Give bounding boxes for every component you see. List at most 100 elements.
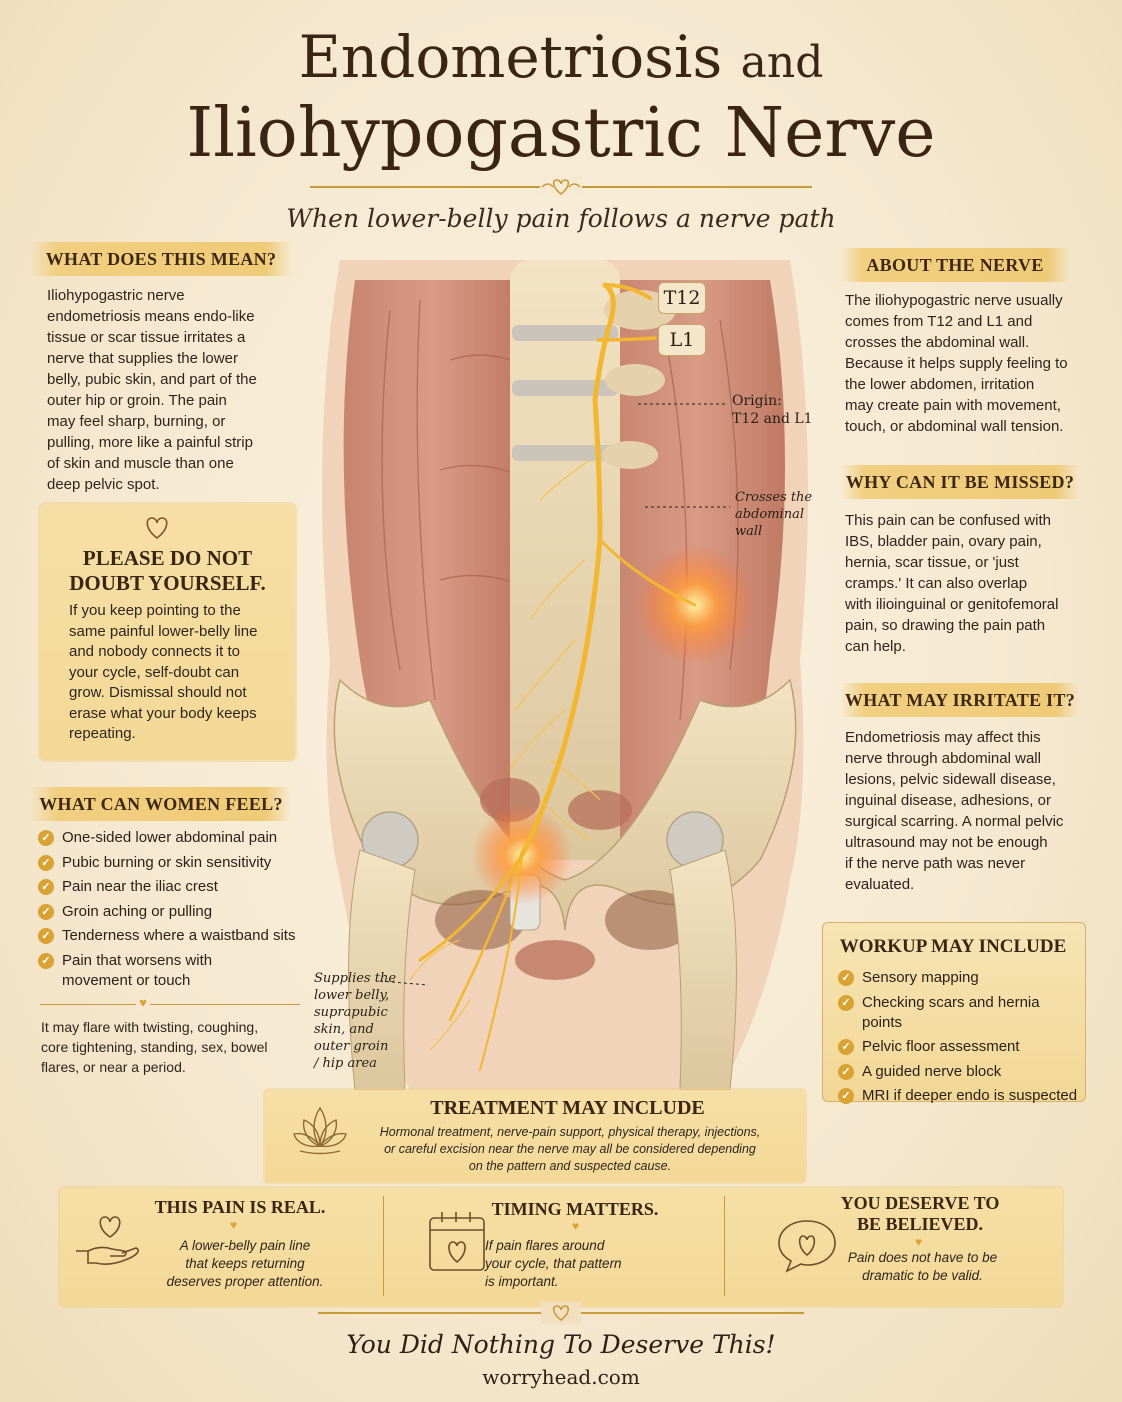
- doubt-heading: PLEASE DO NOT DOUBT YOURSELF.: [40, 546, 295, 596]
- feel-heading: WHAT CAN WOMEN FEEL?: [30, 787, 292, 821]
- text-line: If pain flares around: [485, 1238, 605, 1253]
- card-believed-text: Pain does not have to be dramatic to be …: [830, 1249, 1015, 1285]
- card-real-text: A lower-belly pain line that keeps retur…: [145, 1237, 345, 1291]
- text-line: may create pain with movement,: [845, 397, 1061, 414]
- list-item-label: MRI if deeper endo is suspected: [862, 1087, 1078, 1105]
- missed-heading: WHY CAN IT BE MISSED?: [840, 465, 1080, 499]
- text-line: nerve through abdominal wall: [845, 750, 1041, 767]
- speech-heart-icon: [778, 1220, 836, 1273]
- text-line: comes from T12 and L1 and: [845, 313, 1033, 330]
- text-line: Because it helps supply feeling to: [845, 355, 1068, 372]
- supplies-line: suprapubic: [314, 1005, 388, 1020]
- supplies-line: lower belly,: [314, 988, 390, 1003]
- heading-line: PLEASE DO NOT: [82, 546, 253, 570]
- list-item-label: Pain that worsens with: [62, 951, 213, 969]
- irritate-text: Endometriosis may affect this nerve thro…: [845, 727, 1110, 895]
- missed-text: This pain can be confused with IBS, blad…: [845, 510, 1105, 657]
- title-and: and: [740, 37, 824, 88]
- check-icon: ✓: [38, 879, 54, 896]
- text-line: Iliohypogastric nerve: [47, 287, 185, 304]
- what-mean-text: Iliohypogastric nerve endometriosis mean…: [47, 285, 307, 495]
- check-icon: ✓: [38, 854, 54, 871]
- list-item: ✓MRI if deeper endo is suspected: [838, 1086, 1078, 1106]
- calendar-heart-icon: [429, 1212, 485, 1271]
- heart-icon: [541, 1302, 581, 1324]
- check-icon: ✓: [838, 1039, 854, 1056]
- check-icon: ✓: [838, 1063, 854, 1080]
- footer-site[interactable]: worryhead.com: [482, 1365, 640, 1389]
- text-line: or careful excision near the nerve may a…: [384, 1142, 756, 1156]
- heart-icon: ♥: [915, 1235, 923, 1249]
- text-line: lesions, pelvic sidewall disease,: [845, 771, 1056, 788]
- text-line: tissue or scar tissue irritates a: [47, 329, 246, 346]
- list-item: ✓Pain near the iliac crest: [38, 877, 308, 897]
- t12-label: T12: [658, 282, 706, 314]
- page-title-line1: Endometriosis and: [0, 22, 1122, 98]
- text-line: IBS, bladder pain, ovary pain,: [845, 533, 1042, 550]
- text-line: inguinal disease, adhesions, or: [845, 792, 1051, 809]
- check-icon: ✓: [838, 970, 854, 986]
- text-line: core tightening, standing, sex, bowel: [41, 1039, 268, 1055]
- text-line: is important.: [485, 1274, 559, 1289]
- text-line: ultrasound may not be enough: [845, 834, 1048, 851]
- treatment-heading: TREATMENT MAY INCLUDE: [430, 1097, 705, 1119]
- text-line: A lower-belly pain line: [179, 1238, 311, 1253]
- text-line: pulling, more like a painful strip: [47, 434, 253, 451]
- text-line: cramps.' It can also overlap: [845, 575, 1028, 592]
- list-item: ✓Pubic burning or skin sensitivity: [38, 853, 308, 873]
- text-line: Hormonal treatment, nerve-pain support, …: [379, 1125, 761, 1139]
- text-line: grow. Dismissal should not: [69, 684, 247, 701]
- list-item-label: One-sided lower abdominal pain: [62, 829, 278, 846]
- text-line: and nobody connects it to: [69, 643, 240, 660]
- card-believed-title: YOU DESERVE TO BE BELIEVED.: [825, 1193, 1015, 1235]
- text-line: outer hip or groin. The pain: [47, 392, 227, 409]
- list-item-label: A guided nerve block: [862, 1062, 1002, 1080]
- check-icon: ✓: [38, 952, 54, 969]
- heart-icon: ♥: [136, 996, 150, 1010]
- card-title-line: BE BELIEVED.: [856, 1214, 984, 1234]
- text-line: crosses the abdominal wall.: [845, 334, 1030, 351]
- doubt-text: If you keep pointing to the same painful…: [69, 601, 289, 745]
- text-line: This pain can be confused with: [845, 512, 1051, 529]
- heart-icon: ♥: [572, 1219, 580, 1233]
- list-item-label: Tenderness where a waistband sits: [62, 927, 296, 945]
- supplies-line: Supplies the: [314, 971, 397, 986]
- list-item: ✓ A guided nerve block: [838, 1062, 1078, 1082]
- text-line: touch, or abdominal wall tension.: [845, 418, 1064, 435]
- list-item-label: Pelvic floor assessment: [862, 1038, 1020, 1056]
- supplies-line: skin, and: [314, 1022, 374, 1037]
- text-line: deserves proper attention.: [166, 1274, 324, 1289]
- lotus-icon: [293, 1106, 347, 1155]
- anatomy-illustration: [322, 260, 808, 1090]
- text-line: of skin and muscle than one: [47, 455, 234, 472]
- crosses-line: wall: [735, 524, 763, 539]
- supplies-line: outer groin: [314, 1039, 389, 1054]
- text-line: repeating.: [69, 725, 136, 742]
- text-line: erase what your body keeps: [69, 704, 257, 722]
- card-title-line: THIS PAIN IS REAL.: [154, 1197, 326, 1217]
- title-main: Endometriosis: [298, 23, 723, 91]
- what-mean-heading: WHAT DOES THIS MEAN?: [30, 242, 292, 276]
- doubt-panel: [40, 504, 295, 760]
- workup-heading: WORKUP MAY INCLUDE: [839, 936, 1067, 957]
- feel-divider: [40, 1004, 300, 1005]
- list-item: ✓One-sided lower abdominal pain: [38, 828, 308, 848]
- origin-line: T12 and L1: [732, 411, 813, 427]
- hand-heart-icon: [76, 1216, 140, 1265]
- workup-panel: [822, 922, 1086, 1102]
- card-timing-title: TIMING MATTERS.: [480, 1199, 670, 1220]
- list-item: ✓Groin aching or pulling: [38, 902, 308, 922]
- cards-panel: [60, 1188, 1062, 1306]
- list-item: ✓ Pain that worsens with movement or touch: [38, 951, 308, 991]
- footer-quote: You Did Nothing To Deserve This!: [346, 1330, 776, 1359]
- text-line: nerve that supplies the lower: [47, 350, 238, 367]
- check-icon: ✓: [838, 994, 854, 1011]
- crosses-annotation: Crosses the abdominal wall: [735, 489, 812, 540]
- list-item: ✓Checking scars and hernia points: [838, 993, 1078, 1033]
- list-item-label: Sensory mapping: [862, 969, 979, 986]
- heart-icon: [146, 517, 168, 540]
- list-item-label-cont: movement or touch: [62, 971, 191, 989]
- workup-list: ✓ Sensory mapping ✓Checking scars and her…: [838, 968, 1078, 1111]
- check-icon: ✓: [38, 903, 54, 920]
- card-title-line: TIMING MATTERS.: [491, 1199, 659, 1219]
